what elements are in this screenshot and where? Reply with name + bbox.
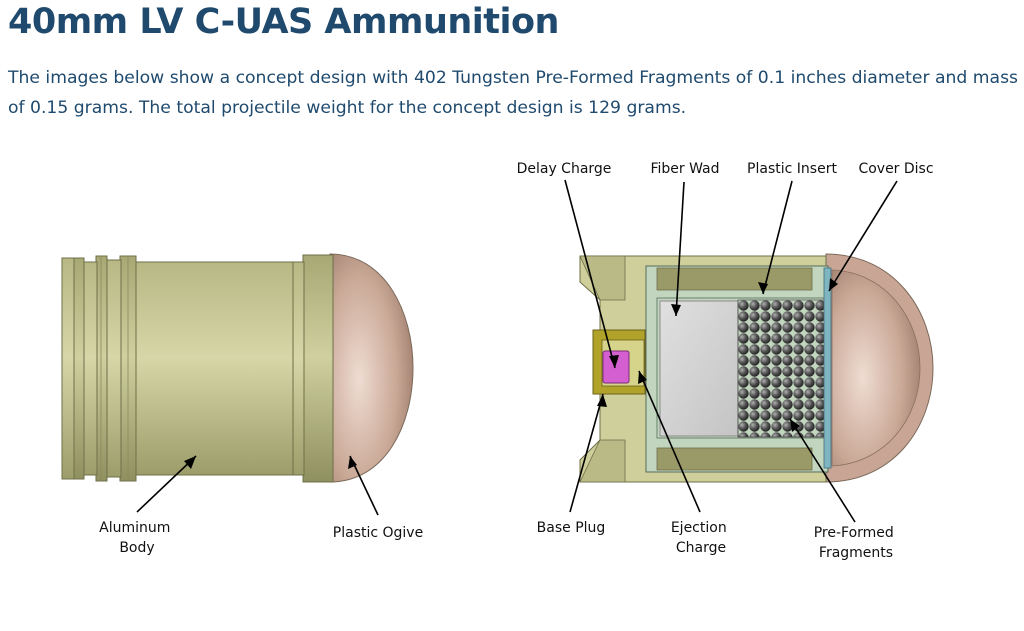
cutaway-projectile — [579, 253, 934, 483]
label-ejection-charge: Ejection Charge — [671, 520, 731, 556]
plastic-ogive-shape — [329, 253, 414, 483]
leader-arrowheads — [184, 278, 838, 469]
fiber-wad-shape — [659, 300, 739, 437]
front-band — [302, 254, 334, 483]
label-aluminum-body-line1: Aluminum — [99, 520, 170, 536]
delay-charge-shape — [602, 350, 630, 384]
cover-disc-shape — [823, 267, 832, 469]
label-aluminum-body: Aluminum Body — [99, 520, 175, 556]
label-pre-formed-fragments-line2: Fragments — [819, 545, 893, 561]
label-ejection-charge-line2: Charge — [676, 540, 726, 556]
label-plastic-ogive: Plastic Ogive — [333, 525, 423, 541]
page-title: 40mm LV C-UAS Ammunition — [8, 2, 559, 42]
label-fiber-wad: Fiber Wad — [650, 161, 719, 177]
label-cover-disc: Cover Disc — [858, 161, 933, 177]
label-delay-charge: Delay Charge — [517, 161, 612, 177]
description-text: The images below show a concept design w… — [8, 68, 1018, 118]
label-aluminum-body-line2: Body — [119, 540, 154, 556]
external-projectile — [61, 253, 414, 483]
label-pre-formed-fragments-line1: Pre-Formed — [814, 525, 894, 541]
fragments-shape — [737, 299, 825, 438]
label-base-plug: Base Plug — [537, 520, 606, 536]
label-plastic-insert: Plastic Insert — [747, 161, 837, 177]
leader-lines — [136, 179, 898, 523]
label-ejection-charge-line1: Ejection — [671, 520, 727, 536]
aluminum-body-shape — [134, 261, 294, 476]
label-pre-formed-fragments: Pre-Formed Fragments — [814, 525, 899, 561]
